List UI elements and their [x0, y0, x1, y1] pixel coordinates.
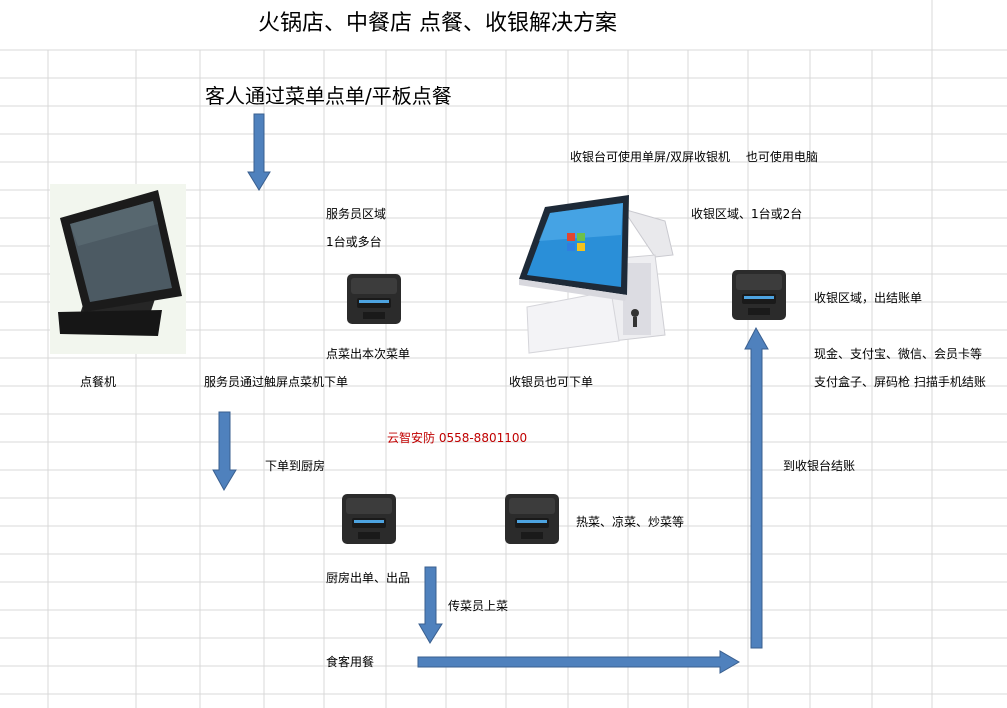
arrow-right-diners — [417, 650, 740, 674]
cashier-order-label: 收银员也可下单 — [509, 375, 594, 389]
customer-order-label: 客人通过菜单点单/平板点餐 — [205, 84, 452, 108]
arrow-down-customer — [247, 113, 271, 191]
page-title: 火锅店、中餐店 点餐、收银解决方案 — [258, 11, 617, 36]
runner-label: 传菜员上菜 — [448, 599, 509, 613]
checkout-area-label: 收银区域，出结账单 — [814, 291, 923, 305]
pos-terminal-image — [50, 184, 186, 354]
cashier-machine-image — [519, 195, 674, 354]
receipt-printer-kitchen-image — [342, 494, 396, 544]
receipt-printer-checkout-image — [732, 270, 786, 320]
to-kitchen-label: 下单到厨房 — [265, 459, 326, 473]
arrow-up-checkout — [744, 326, 769, 649]
service-count-label: 1台或多台 — [326, 235, 382, 249]
print-order-label: 点菜出本次菜单 — [326, 347, 411, 361]
arrow-down-runner — [418, 566, 443, 644]
service-area-label: 服务员区域 — [326, 207, 387, 221]
payment-methods-label: 现金、支付宝、微信、会员卡等 — [814, 347, 983, 361]
dish-types-label: 热菜、凉菜、炒菜等 — [576, 515, 685, 529]
diners-label: 食客用餐 — [326, 655, 375, 669]
kitchen-output-label: 厨房出单、出品 — [326, 571, 411, 585]
receipt-printer-dishes-image — [505, 494, 559, 544]
waiter-touch-label: 服务员通过触屏点菜机下单 — [204, 375, 349, 389]
payment-devices-label: 支付盒子、屏码枪 扫描手机结账 — [814, 375, 986, 389]
cashier-area-count-label: 收银区域、1台或2台 — [691, 207, 803, 221]
contact-label: 云智安防 0558-8801100 — [387, 431, 528, 445]
to-cashier-label: 到收银台结账 — [783, 459, 856, 473]
arrow-down-kitchen — [212, 411, 237, 492]
receipt-printer-service-image — [347, 274, 401, 324]
ordering-machine-label: 点餐机 — [80, 375, 117, 389]
cashier-options-label: 收银台可使用单屏/双屏收银机 也可使用电脑 — [570, 150, 818, 164]
